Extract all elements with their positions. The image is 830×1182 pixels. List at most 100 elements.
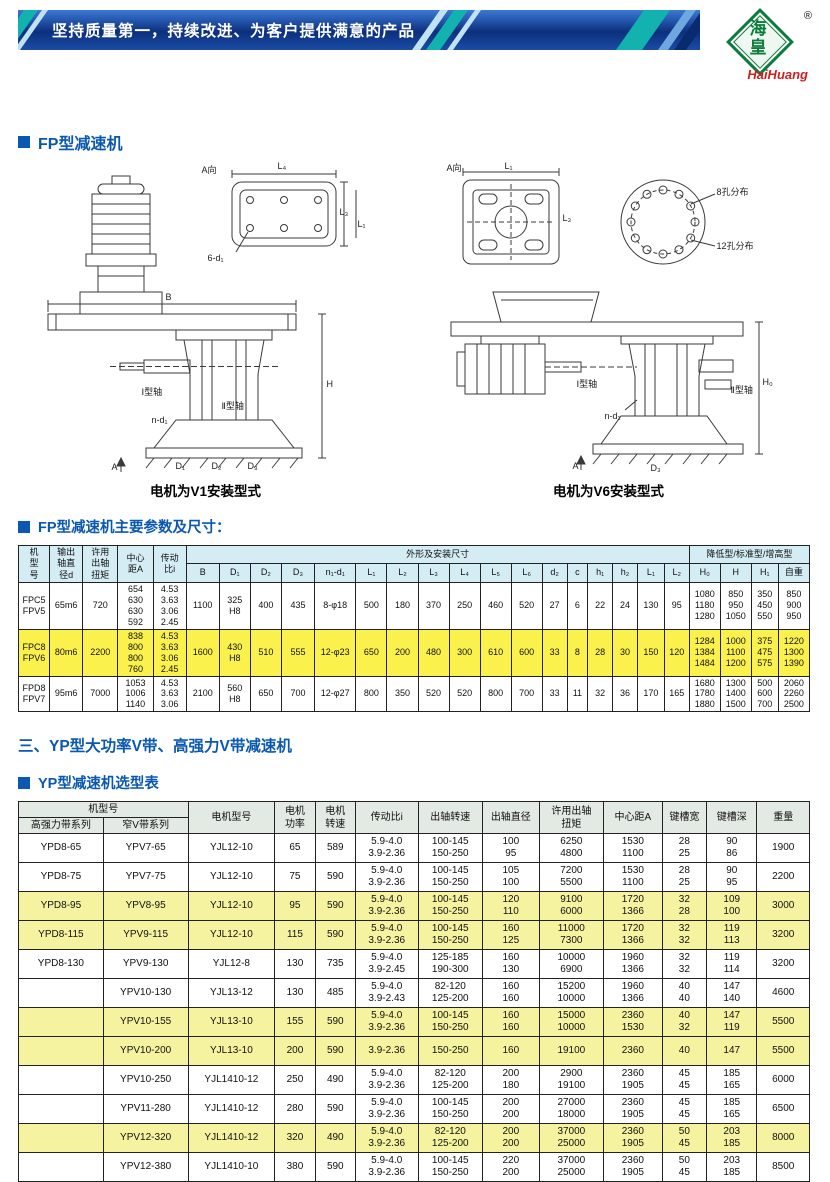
table-cell: 5.9-4.0 3.9-2.36 bbox=[354, 1007, 419, 1038]
table-cell: 520 bbox=[510, 581, 543, 630]
figure-caption-v6: 电机为V6安装型式 bbox=[552, 484, 664, 499]
table-cell: 22 bbox=[587, 581, 614, 630]
column-header: 中心距A bbox=[603, 801, 663, 835]
table-cell: 160 160 bbox=[482, 978, 540, 1009]
table-cell: 490 bbox=[314, 1123, 356, 1154]
table-cell: 180 bbox=[386, 581, 419, 630]
fp-table-title: FP型减速机主要参数及尺寸： bbox=[18, 516, 814, 537]
table-cell: YJL12-8 bbox=[187, 949, 276, 980]
table-cell: 1600 bbox=[185, 628, 220, 677]
v6-drawing-canvas: A向 L₁ L₃ 8孔分布 12孔分布 Ⅰ型轴 Ⅱ型轴 n-d₁ H₀ A D₃ bbox=[429, 162, 789, 474]
table-cell: 9100 6000 bbox=[538, 891, 605, 922]
table-cell: 590 bbox=[314, 920, 356, 951]
table-cell: 8-φ18 bbox=[314, 581, 357, 630]
table-cell: 27 bbox=[541, 581, 568, 630]
dim-label-d2: D₂ bbox=[211, 461, 222, 471]
banner-bar: 坚持质量第一，持续改进、为客户提供满意的产品 bbox=[18, 10, 700, 50]
table-cell: 600 bbox=[510, 628, 543, 677]
table-cell: 590 bbox=[314, 1094, 356, 1125]
table-cell: 1960 1366 bbox=[603, 949, 663, 980]
banner-slogan: 坚持质量第一，持续改进、为客户提供满意的产品 bbox=[52, 23, 416, 40]
table-cell: 32 28 bbox=[661, 891, 708, 922]
table-cell: 1000 1100 1200 bbox=[719, 628, 752, 677]
table-cell: 838 800 800 760 bbox=[117, 628, 154, 677]
column-header: 传动比i bbox=[354, 801, 419, 835]
column-subheader: D₂ bbox=[249, 563, 282, 583]
table-cell: 203 185 bbox=[706, 1152, 758, 1182]
section-marker-icon bbox=[18, 776, 30, 789]
table-cell: 610 bbox=[479, 628, 512, 677]
table-cell: 250 bbox=[448, 581, 481, 630]
table-cell: 2360 1905 bbox=[603, 1123, 663, 1154]
table-cell: 33 bbox=[541, 675, 568, 713]
table-cell: 460 bbox=[479, 581, 512, 630]
table-cell: 147 bbox=[706, 1036, 758, 1067]
fp-section-title: FP型减速机 bbox=[18, 130, 814, 154]
column-header: 键槽宽 bbox=[661, 801, 708, 835]
table-cell: 7200 5500 bbox=[538, 862, 605, 893]
table-cell: 510 bbox=[249, 628, 282, 677]
table-cell: YJL1410-12 bbox=[187, 1094, 276, 1125]
table-cell: YPD8-75 bbox=[18, 862, 104, 893]
table-cell: 400 bbox=[249, 581, 282, 630]
table-cell: 50 45 bbox=[661, 1123, 708, 1154]
table-cell: 27000 18000 bbox=[538, 1094, 605, 1125]
table-cell: 4.53 3.63 3.06 bbox=[152, 675, 187, 713]
dim-label-holes: 6-d₁ bbox=[207, 253, 224, 263]
table-cell: 32 32 bbox=[661, 920, 708, 951]
table-cell: 6500 bbox=[756, 1094, 810, 1125]
table-cell: 590 bbox=[314, 891, 356, 922]
column-subheader: 自重 bbox=[777, 563, 811, 583]
table-cell: 5.9-4.0 3.9-2.36 bbox=[354, 891, 419, 922]
table-cell: 5500 bbox=[756, 1007, 810, 1038]
logo-cn-text: 海皇 bbox=[749, 19, 767, 57]
table-cell: 720 bbox=[82, 581, 119, 630]
table-cell: 650 bbox=[355, 628, 388, 677]
table-cell: 120 bbox=[663, 628, 690, 677]
table-cell: 2200 bbox=[82, 628, 119, 677]
table-cell: 654 630 630 592 bbox=[117, 581, 154, 630]
table-cell: 1300 1400 1500 bbox=[719, 675, 752, 713]
dim-label-l1: L₁ bbox=[357, 219, 366, 229]
table-cell: YPV10-130 bbox=[102, 978, 189, 1009]
dim-label-holes12: 12孔分布 bbox=[716, 241, 754, 251]
table-cell: 147 140 bbox=[706, 978, 758, 1009]
table-cell: 200 200 bbox=[482, 1123, 540, 1154]
table-cell: YJL1410-12 bbox=[187, 1065, 276, 1096]
table-cell: 480 bbox=[417, 628, 450, 677]
table-cell: 8000 bbox=[756, 1123, 810, 1154]
yp-section-title-text: 三、YP型大功率V带、高强力V带减速机 bbox=[18, 738, 292, 756]
table-cell: 28 25 bbox=[661, 862, 708, 893]
table-cell: YJL1410-12 bbox=[187, 1123, 276, 1154]
table-cell: 5.9-4.0 3.9-2.36 bbox=[354, 862, 419, 893]
table-cell: 160 125 bbox=[482, 920, 540, 951]
table-cell: 4.53 3.63 3.06 2.45 bbox=[152, 581, 187, 630]
table-cell: 6250 4800 bbox=[538, 833, 605, 864]
table-cell bbox=[18, 1123, 104, 1154]
column-header: 传动 比i bbox=[152, 545, 187, 583]
table-cell: 2900 19100 bbox=[538, 1065, 605, 1096]
table-cell: 82-120 125-200 bbox=[417, 1123, 484, 1154]
table-cell: 170 bbox=[636, 675, 665, 713]
table-cell: 24 bbox=[612, 581, 638, 630]
table-cell: 590 bbox=[314, 862, 356, 893]
table-cell: 5500 bbox=[756, 1036, 810, 1067]
table-cell: 2360 1530 bbox=[603, 1007, 663, 1038]
table-cell: 555 bbox=[280, 628, 316, 677]
table-cell: 160 130 bbox=[482, 949, 540, 980]
table-cell: 375 475 575 bbox=[750, 628, 779, 677]
table-cell: 160 160 bbox=[482, 1007, 540, 1038]
table-cell: 325 H8 bbox=[218, 581, 251, 630]
table-cell: 33 bbox=[541, 628, 568, 677]
table-cell: 200 bbox=[386, 628, 419, 677]
table-cell: 4600 bbox=[756, 978, 810, 1009]
table-cell: YPD8-115 bbox=[18, 920, 104, 951]
column-subheader: L₁ bbox=[636, 563, 665, 583]
table-cell: 1080 1180 1280 bbox=[688, 581, 721, 630]
table-cell: 220 200 bbox=[482, 1152, 540, 1182]
table-cell: 65 bbox=[274, 833, 316, 864]
